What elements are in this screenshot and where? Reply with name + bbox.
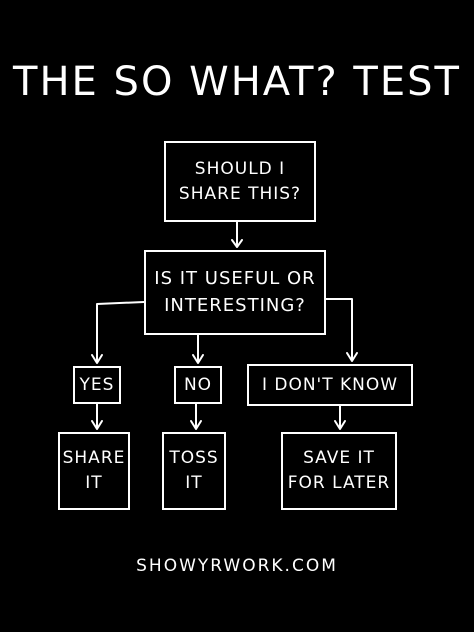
decision-box: IS IT USEFUL OR INTERESTING? [144, 250, 326, 335]
save-it-line2: FOR LATER [287, 473, 391, 493]
no-label: NO [183, 374, 213, 395]
connector-question-yes [96, 301, 145, 363]
footer-url: SHOWYRWORK.COM [136, 556, 338, 576]
arrowhead-question-no [192, 354, 204, 364]
start-question-box: SHOULD I SHARE THIS? [164, 141, 316, 222]
start-question-line2: SHARE THIS? [178, 183, 302, 204]
save-it-line1: SAVE IT [303, 448, 375, 469]
arrowhead-no-toss [190, 420, 202, 430]
arrowhead-question-dontknow [346, 352, 358, 362]
toss-it-line2: IT [185, 473, 203, 493]
share-it-line2: IT [85, 473, 103, 493]
toss-it-box: TOSS IT [162, 432, 226, 510]
arrowhead-yes-share [91, 420, 103, 430]
share-it-line1: SHARE [62, 448, 126, 469]
save-it-box: SAVE IT FOR LATER [281, 432, 397, 510]
toss-it-line1: TOSS [169, 448, 219, 469]
dont-know-box: I DON'T KNOW [247, 364, 413, 406]
connector-question-dontknow [325, 298, 353, 361]
yes-box: YES [73, 366, 121, 404]
start-question-line1: SHOULD I [194, 158, 286, 179]
arrowhead-dontknow-save [334, 420, 346, 430]
dont-know-label: I DON'T KNOW [261, 374, 399, 395]
no-box: NO [174, 366, 222, 404]
arrowhead-question-yes [91, 354, 103, 364]
decision-line1: IS IT USEFUL OR [154, 268, 316, 290]
share-it-box: SHARE IT [58, 432, 130, 510]
arrowhead-start-question [231, 239, 243, 248]
yes-label: YES [79, 374, 115, 395]
poster-title: THE SO WHAT? TEST [13, 59, 461, 105]
decision-line2: INTERESTING? [164, 294, 306, 316]
